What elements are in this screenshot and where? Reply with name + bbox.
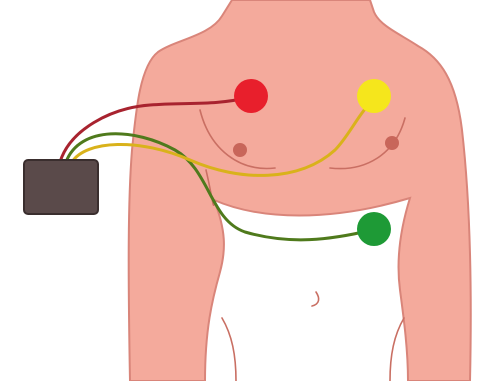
left-nipple (233, 143, 247, 157)
left-hip-line (222, 318, 236, 381)
green-electrode (357, 212, 391, 246)
yellow-electrode (357, 79, 391, 113)
ecg-monitor-device (24, 160, 98, 214)
right-nipple (385, 136, 399, 150)
red-electrode (234, 79, 268, 113)
right-hip-line (390, 318, 404, 381)
torso-illustration (129, 0, 471, 381)
navel (312, 292, 319, 306)
